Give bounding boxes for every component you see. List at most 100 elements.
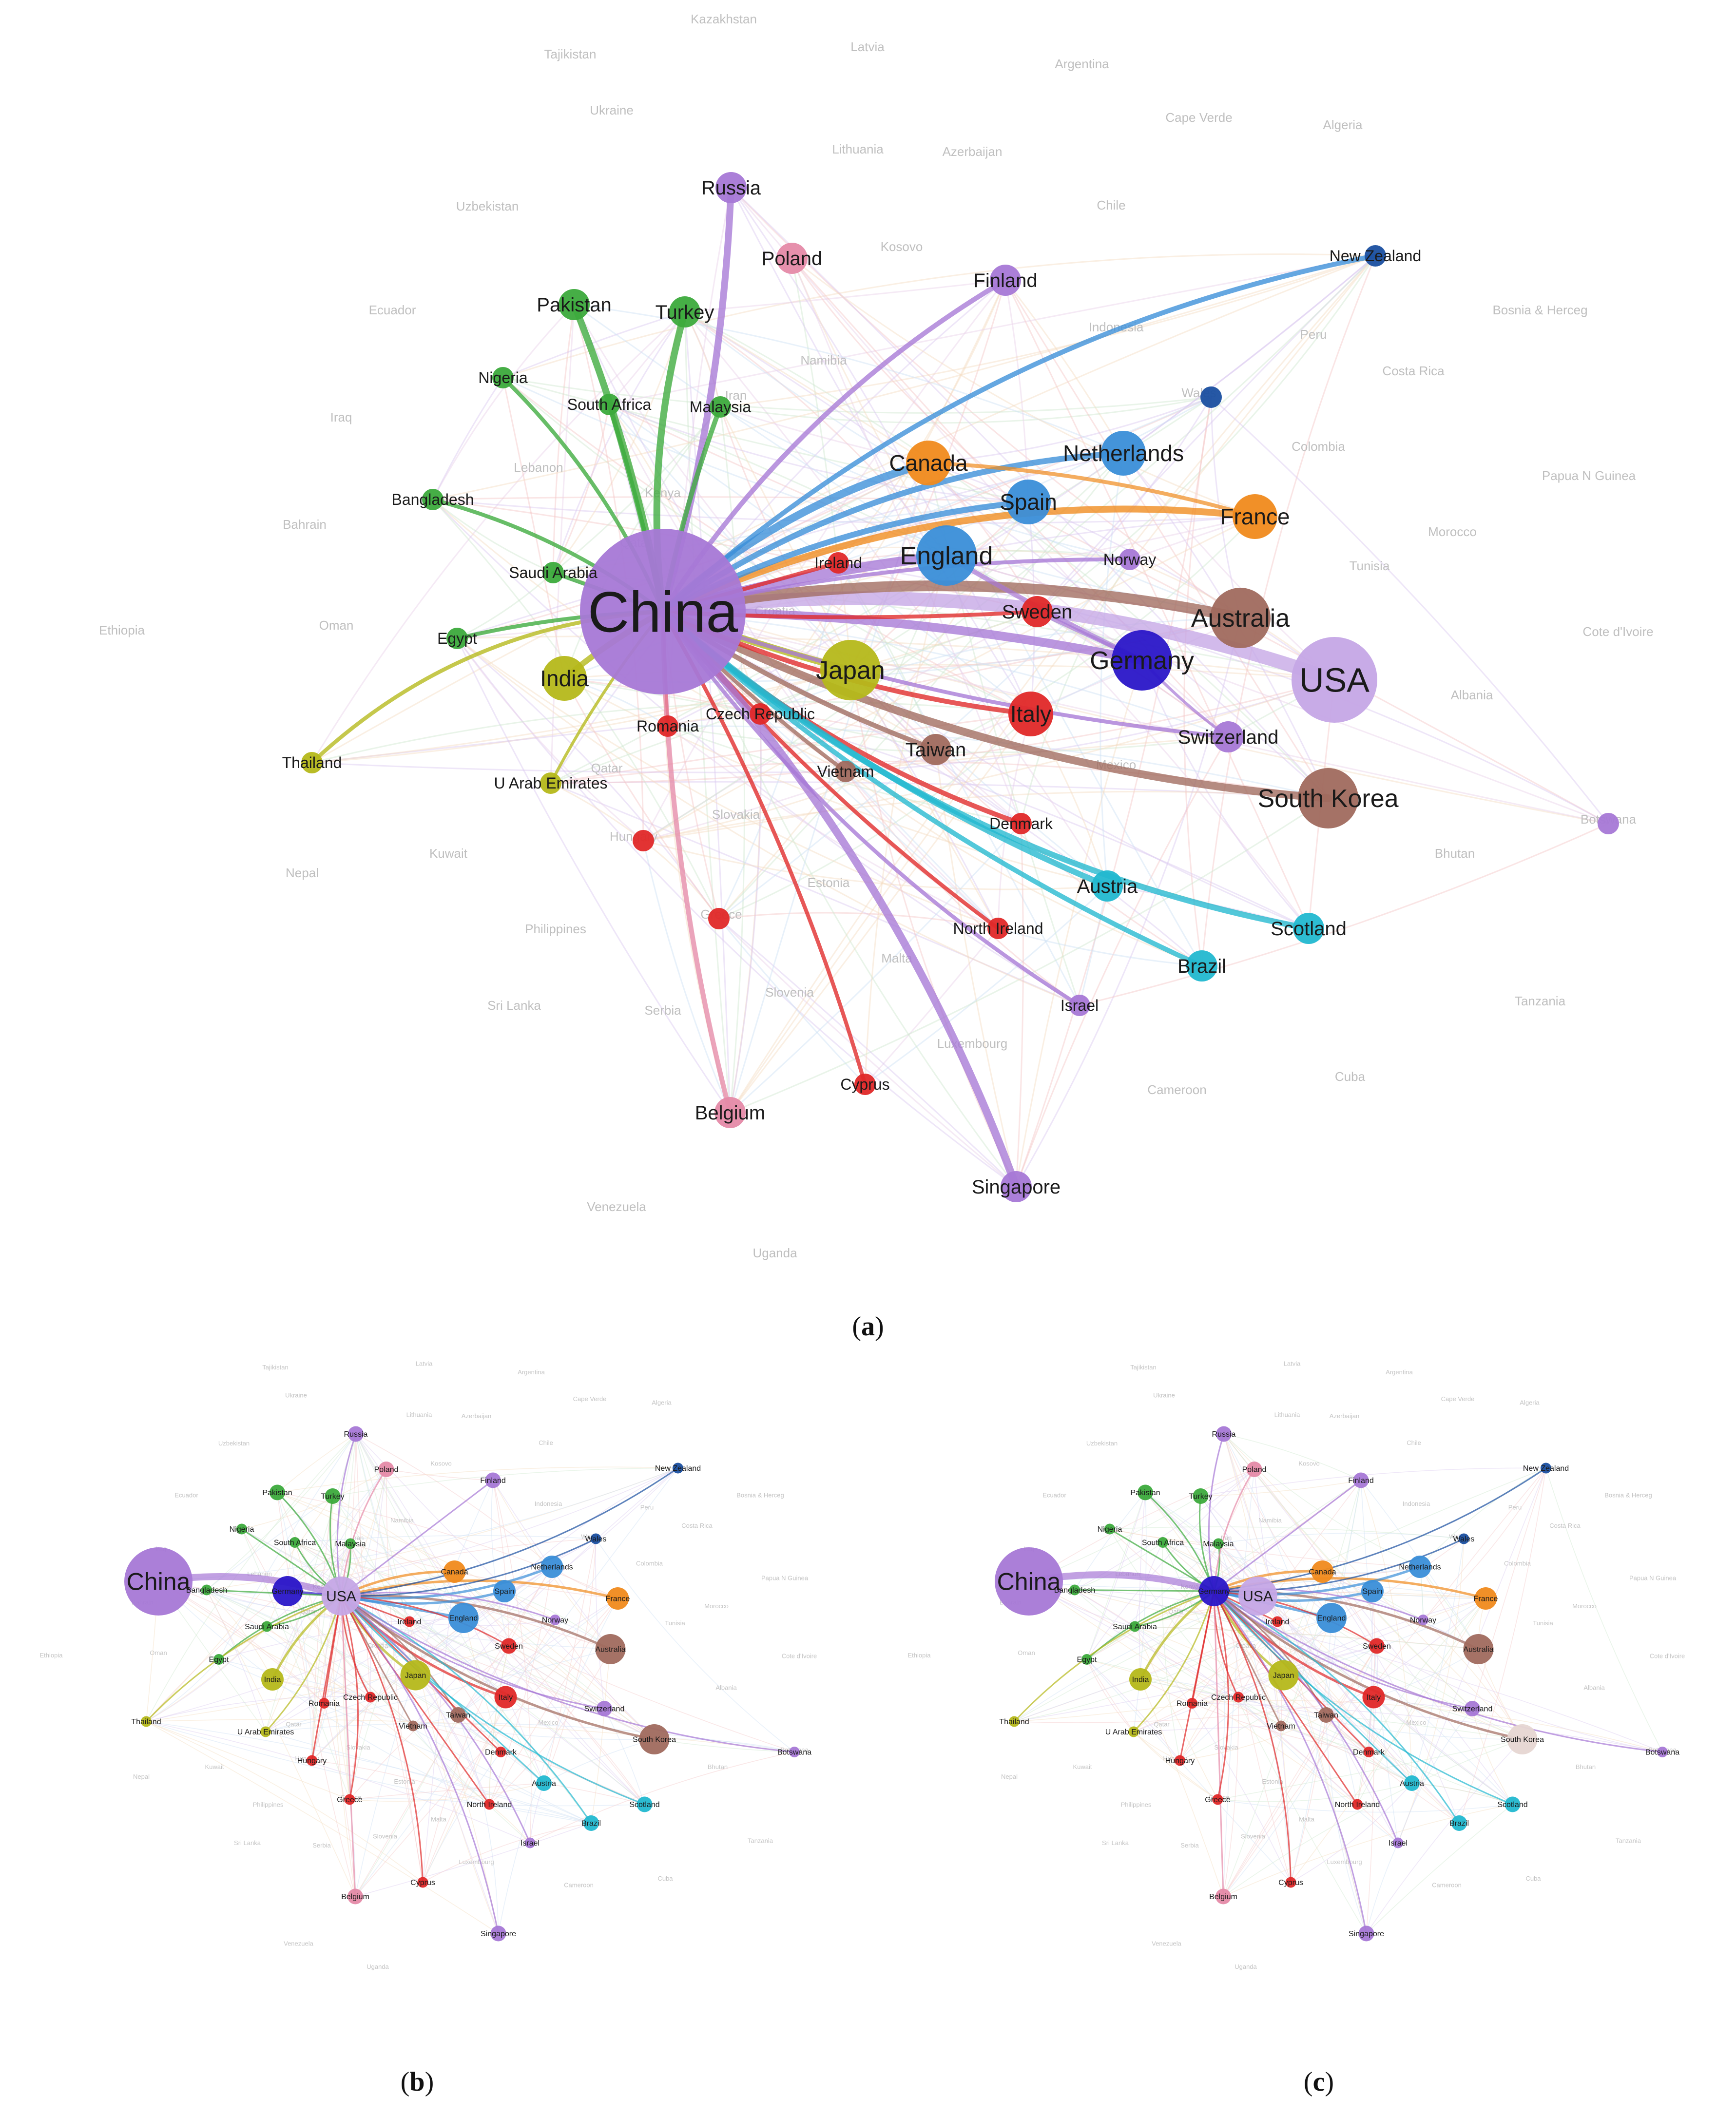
- node-italy: [1362, 1686, 1385, 1709]
- node-bangladesh: [1069, 1584, 1080, 1596]
- edge-faint: [415, 1675, 490, 1805]
- edge-usa-austria: [340, 1595, 545, 1784]
- node-poland: [378, 1462, 394, 1477]
- edge-faint: [643, 749, 936, 842]
- faded-country-label: Ecuador: [1042, 1492, 1066, 1499]
- faded-country-label: Qatar: [591, 761, 622, 775]
- faded-country-label: Papua N Guinea: [761, 1575, 809, 1582]
- edge-faint: [422, 1751, 502, 1883]
- node-australia: [1210, 588, 1271, 648]
- node-canada: [443, 1560, 466, 1583]
- label-switzerland: Switzerland: [584, 1705, 625, 1713]
- faded-country-label: Kazakhstan: [691, 12, 757, 26]
- edge-faint: [595, 1539, 605, 1709]
- edge-faint: [456, 638, 731, 1113]
- edge-faint: [277, 1492, 356, 1897]
- node-israel: [1069, 995, 1090, 1016]
- faded-country-label: Colombia: [1292, 439, 1345, 454]
- node-belgium: [714, 1097, 746, 1128]
- edge-germany-pakistan: [1145, 1492, 1215, 1592]
- label-u-arab-emirates: U Arab Emirates: [1105, 1728, 1162, 1736]
- edge-faint: [1086, 1659, 1180, 1761]
- node-usa: [1238, 1577, 1277, 1616]
- label-germany: Germany: [1198, 1588, 1230, 1596]
- edge-faint: [272, 1469, 387, 1680]
- node-wales: [1458, 1533, 1469, 1544]
- edge-germany-spain: [1214, 1590, 1373, 1602]
- label-wales: Wales: [585, 1535, 607, 1543]
- edge-faint: [454, 1571, 645, 1805]
- edge-faint: [146, 1626, 268, 1722]
- node-england: [916, 525, 977, 586]
- faded-country-label: Tanzania: [1515, 994, 1566, 1008]
- node-netherlands: [1101, 431, 1146, 476]
- edge-faint: [1291, 1783, 1412, 1883]
- edge-faint: [489, 1804, 645, 1807]
- node-india: [261, 1668, 284, 1691]
- faded-country-label: Bhutan: [1576, 1763, 1596, 1771]
- node-belgium: [347, 1888, 363, 1905]
- edge-faint: [1472, 1468, 1546, 1709]
- edge-faint: [1133, 1731, 1218, 1800]
- edge-usa-wales: [341, 1538, 597, 1597]
- edge-faint: [718, 918, 1017, 1188]
- edge-faint: [489, 1598, 618, 1805]
- label-finland: Finland: [973, 270, 1037, 291]
- node-italy: [1008, 692, 1053, 736]
- label-scotland: Scotland: [629, 1801, 659, 1809]
- edge-faint: [684, 311, 731, 1113]
- caption-c: (c): [1303, 2067, 1334, 2097]
- edge-faint: [759, 713, 999, 929]
- label-netherlands: Netherlands: [531, 1563, 573, 1572]
- edge-faint: [457, 637, 1080, 1006]
- edge-usa-new-zealand: [341, 1467, 678, 1597]
- label-bangladesh: Bangladesh: [186, 1586, 228, 1595]
- label-singapore: Singapore: [1349, 1930, 1384, 1938]
- edge-faint: [1238, 1621, 1278, 1697]
- faded-country-label: Lebanon: [514, 460, 563, 475]
- faded-country-label: Bosnia & Herceg: [1492, 303, 1587, 317]
- edge-usa-russia: [336, 1434, 357, 1597]
- label-malaysia: Malaysia: [1203, 1540, 1234, 1548]
- edge-faint: [662, 396, 1212, 613]
- faded-country-label: Estonia: [394, 1778, 415, 1785]
- edge-usa-botswana: [341, 1595, 795, 1753]
- edge-faint: [265, 1731, 592, 1824]
- label-finland: Finland: [1348, 1477, 1373, 1485]
- edge-germany-botswana: [1214, 1590, 1663, 1753]
- edge-faint: [662, 611, 1609, 825]
- faded-country-label: Philippines: [525, 922, 586, 936]
- node-malaysia: [1213, 1538, 1224, 1549]
- label-scotland: Scotland: [1271, 918, 1347, 940]
- node-nigeria: [1104, 1523, 1115, 1535]
- edge-faint: [206, 1434, 356, 1591]
- edge-faint: [1014, 1467, 1546, 1722]
- edge-faint: [720, 406, 929, 464]
- faded-country-label: Oman: [1018, 1649, 1035, 1656]
- label-usa: USA: [1299, 661, 1370, 699]
- node-spain: [1361, 1580, 1384, 1602]
- label-austria: Austria: [1077, 876, 1138, 897]
- node-cyprus: [854, 1074, 876, 1095]
- edge-usa-netherlands: [341, 1565, 553, 1600]
- edge-germany-hungary: [1179, 1591, 1215, 1761]
- faded-country-label: Latvia: [850, 39, 885, 54]
- edge-faint: [457, 637, 999, 929]
- label-greece: Greece: [1205, 1796, 1231, 1804]
- edge-faint: [1459, 1468, 1546, 1824]
- faded-country-label: Sri Lanka: [487, 998, 541, 1013]
- edge-faint: [502, 377, 1031, 715]
- faded-country-label: Luxembourg: [459, 1858, 494, 1866]
- edge-faint: [412, 1467, 678, 1727]
- faded-country-label: Cote d'Ivoire: [1650, 1653, 1685, 1660]
- faded-country-label: Azerbaijan: [943, 144, 1003, 159]
- faded-country-label: Uganda: [366, 1963, 389, 1970]
- edge-faint: [1161, 1542, 1180, 1761]
- node-austria: [536, 1775, 552, 1791]
- label-czech-republic: Czech Republic: [343, 1694, 398, 1702]
- node-netherlands: [540, 1556, 563, 1578]
- node-south-korea: [639, 1724, 670, 1754]
- edge-faint: [146, 1721, 592, 1824]
- edge-faint: [845, 771, 999, 929]
- node-new-zealand: [673, 1463, 683, 1474]
